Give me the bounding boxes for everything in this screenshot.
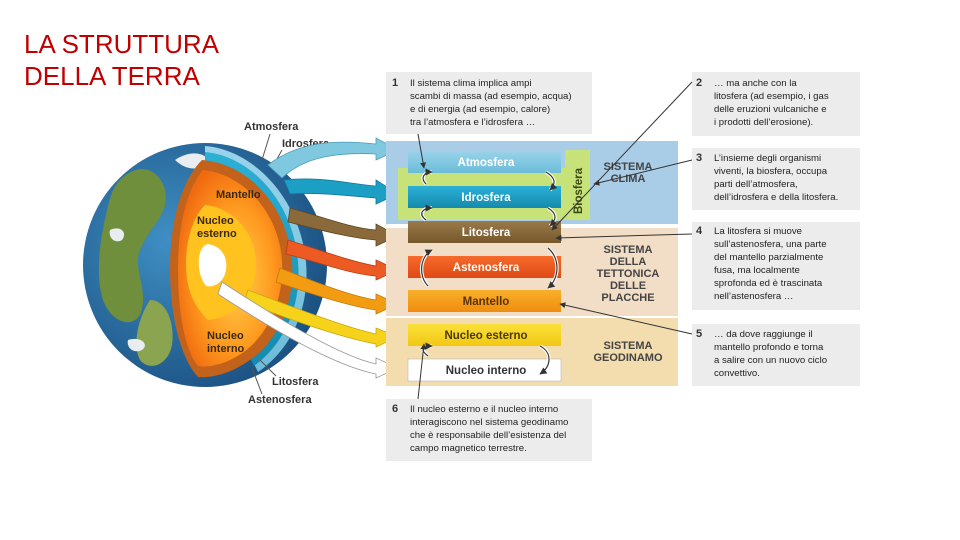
system-geodinamo-line-1: SISTEMA (604, 340, 653, 352)
note-number-4: 4 (696, 225, 703, 237)
earth-globe (83, 143, 327, 387)
system-clima-line-2: CLIMA (611, 173, 646, 185)
note-1-line-4: tra l’atmosfera e l’idrosfera … (410, 117, 535, 128)
system-tettonica-line-2: DELLA (610, 256, 647, 268)
circulation-arrow-outlines (421, 168, 558, 375)
note-1-line-1: Il sistema clima implica ampi (410, 78, 532, 89)
system-label-tettonica: SISTEMA DELLA TETTONICA DELLE PLACCHE (597, 244, 660, 304)
layer-bar-nucleo-esterno (408, 324, 561, 346)
biosfera-label: Biosfera (573, 167, 585, 214)
note-box-3 (692, 148, 860, 210)
note-5-line-4: convettivo. (714, 368, 760, 379)
layer-label-nucleo-interno: Nucleo interno (446, 365, 527, 377)
leader-line (259, 359, 277, 377)
layer-label-mantello: Mantello (463, 296, 510, 308)
biosfera-tab (565, 150, 590, 220)
note-3-line-1: L’insieme degli organismi (714, 153, 821, 164)
note-box-2 (692, 72, 860, 136)
note-box-5 (692, 324, 860, 386)
slide-title-line-2: DELLA TERRA (24, 61, 200, 91)
globe-label-nucleo-esterno-2: esterno (197, 228, 237, 240)
cloud-shape (127, 338, 145, 352)
layer-bar-idrosfera (408, 186, 561, 208)
continent-shape (136, 300, 173, 366)
system-clima-line-1: SISTEMA (604, 161, 653, 173)
pointer-note-1 (417, 133, 427, 169)
note-number-6: 6 (392, 403, 398, 415)
note-2-line-4: i prodotti dell’erosione). (714, 117, 813, 128)
layer-label-atmosfera: Atmosfera (458, 157, 515, 169)
note-2-line-2: litosfera (ad esempio, i gas (714, 91, 829, 102)
globe-label-litosfera: Litosfera (272, 376, 319, 388)
system-label-clima: SISTEMA CLIMA (604, 161, 653, 185)
layer-bar-astenosfera (408, 256, 561, 278)
note-4-line-1: La litosfera si muove (714, 226, 802, 237)
pointer-note-4 (555, 233, 693, 241)
note-4-line-3: del mantello parzialmente (714, 252, 823, 263)
pointer-note-2 (551, 81, 693, 231)
note-3-line-3: parti dell’atmosfera, (714, 179, 798, 190)
layer-label-nucleo-esterno: Nucleo esterno (444, 330, 527, 342)
layer-bar-litosfera (408, 221, 561, 243)
system-tettonica-line-3: TETTONICA (597, 268, 660, 280)
note-1-line-3: e di energia (ad esempio, calore) (410, 104, 550, 115)
pointer-note-6 (417, 343, 427, 400)
globe-label-mantello: Mantello (216, 189, 261, 201)
layer-label-litosfera: Litosfera (462, 227, 511, 239)
slide-title: LA STRUTTURA DELLA TERRA (24, 28, 264, 92)
note-6-line-3: che è responsabile dell’esistenza del (410, 430, 566, 441)
globe-label-astenosfera: Astenosfera (248, 394, 312, 406)
note-box-6 (386, 399, 592, 461)
note-number-3: 3 (696, 152, 702, 164)
globe-label-nucleo-esterno-1: Nucleo (197, 215, 234, 227)
note-5-line-1: … da dove raggiunge il (714, 329, 813, 340)
note-number-2: 2 (696, 77, 702, 89)
note-1-line-2: scambi di massa (ad esempio, acqua) (410, 91, 572, 102)
slide-title-line-1: LA STRUTTURA (24, 29, 220, 59)
leader-line (261, 133, 271, 161)
pointer-note-5 (559, 302, 693, 335)
note-6-line-4: campo magnetico terrestre. (410, 443, 527, 454)
continent-shape (98, 169, 166, 323)
note-number-5: 5 (696, 328, 702, 340)
note-box-4 (692, 222, 860, 310)
globe-label-atmosfera: Atmosfera (244, 121, 299, 133)
note-6-line-2: interagiscono nel sistema geodinamo (410, 417, 568, 428)
note-3-line-4: dell’idrosfera e della litosfera. (714, 192, 838, 203)
globe-label-nucleo-interno-1: Nucleo (207, 330, 244, 342)
note-box-1 (386, 72, 592, 134)
layer-label-astenosfera: Astenosfera (453, 262, 520, 274)
pointer-note-3 (593, 159, 693, 186)
note-4-line-5: sprofonda ed è trascinata (714, 278, 823, 289)
note-6-line-1: Il nucleo esterno e il nucleo interno (410, 404, 558, 415)
note-pointers (417, 81, 693, 400)
system-geodinamo-line-2: GEODINAMO (593, 352, 663, 364)
note-3-line-2: viventi, la biosfera, occupa (714, 166, 828, 177)
note-number-1: 1 (392, 77, 398, 89)
layer-bar-mantello (408, 290, 561, 312)
note-4-line-2: sull’astenosfera, una parte (714, 239, 827, 250)
layer-bar-nucleo-interno (407, 358, 562, 382)
system-tettonica-line-5: PLACCHE (601, 292, 654, 304)
note-4-line-6: nell’astenosfera … (714, 291, 793, 302)
note-4-line-4: fusa, ma localmente (714, 265, 800, 276)
note-5-line-2: mantello profondo e torna (714, 342, 824, 353)
cutaway-inner-core (198, 244, 227, 287)
note-2-line-1: … ma anche con la (714, 78, 797, 89)
system-label-geodinamo: SISTEMA GEODINAMO (593, 340, 663, 364)
leader-line (251, 367, 263, 395)
layer-label-idrosfera: Idrosfera (461, 192, 511, 204)
note-5-line-3: a salire con un nuovo ciclo (714, 355, 827, 366)
layer-bar-atmosfera (408, 151, 561, 173)
cloud-shape (109, 228, 125, 242)
note-2-line-3: delle eruzioni vulcaniche e (714, 104, 827, 115)
globe-label-nucleo-interno-2: interno (207, 343, 245, 355)
system-tettonica-line-4: DELLE (610, 280, 646, 292)
system-tettonica-line-1: SISTEMA (604, 244, 653, 256)
